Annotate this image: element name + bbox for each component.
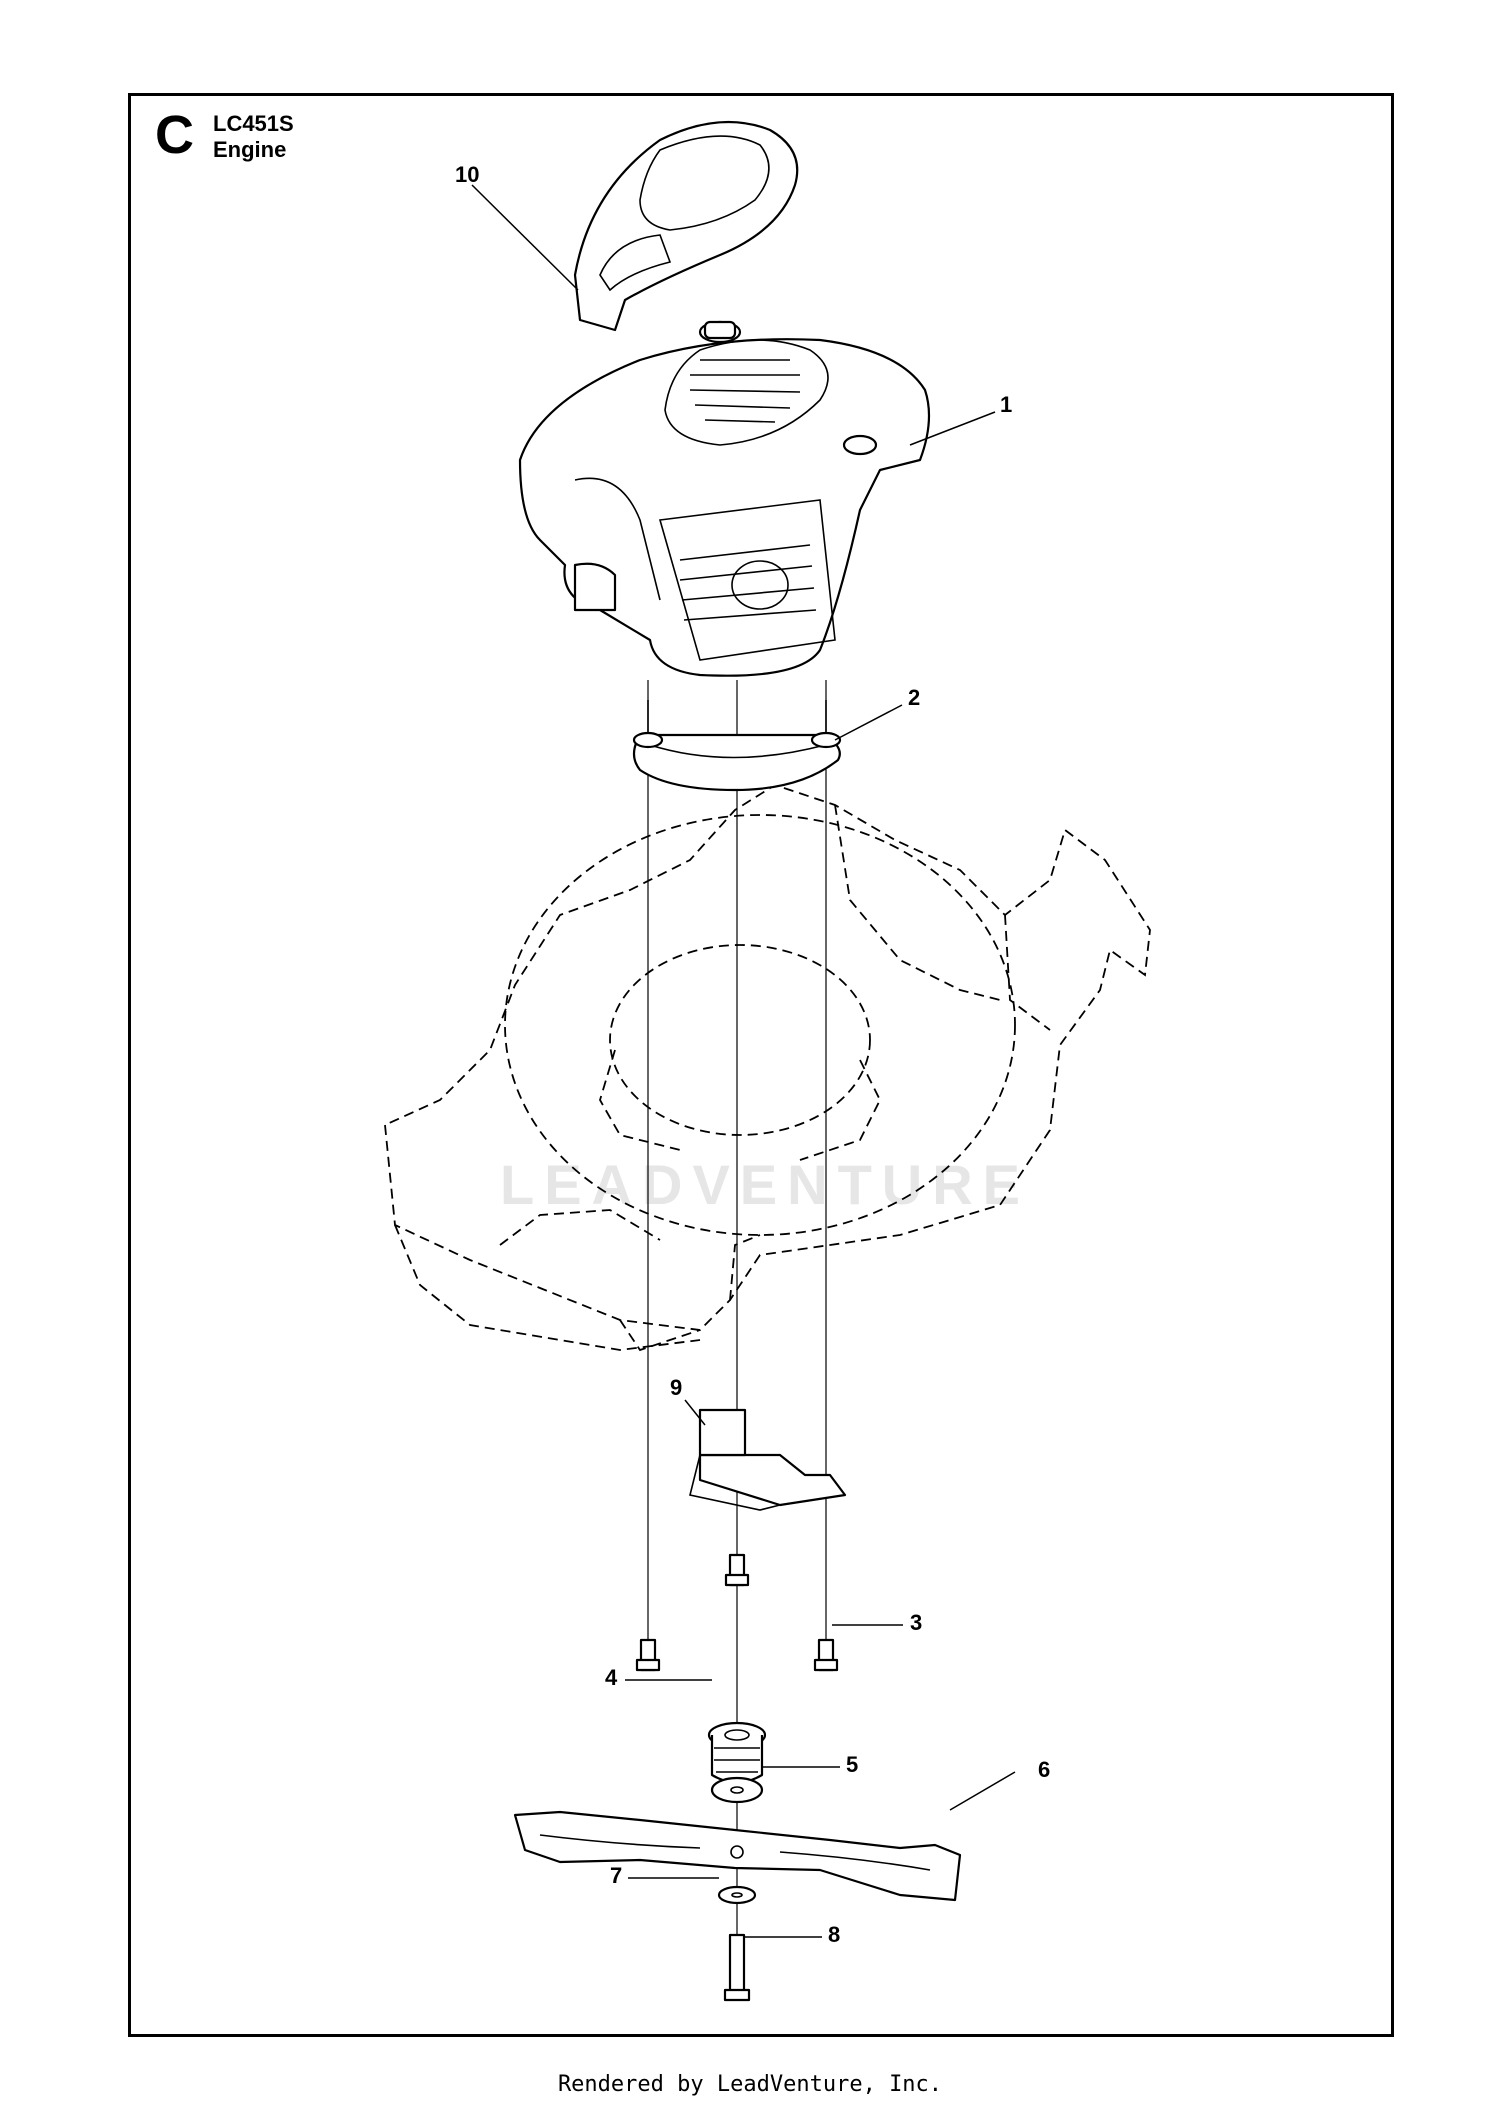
bracket-part-9 — [689, 1408, 847, 1511]
callout-7: 7 — [610, 1863, 622, 1888]
bolts-part-3 — [635, 1553, 839, 1672]
callout-3: 3 — [910, 1610, 922, 1635]
callout-6: 6 — [1038, 1757, 1050, 1782]
spacer-ring-part-2 — [632, 700, 842, 792]
watermark: LEADVENTURE — [500, 1153, 1031, 1216]
blade-bolt-part-8 — [723, 1933, 751, 2002]
callout-4: 4 — [605, 1665, 618, 1690]
footer-credit: Rendered by LeadVenture, Inc. — [557, 2072, 943, 2097]
section-letter: C — [155, 105, 194, 165]
callout-9: 9 — [670, 1375, 682, 1400]
callout-1: 1 — [1000, 392, 1012, 417]
diagram-frame — [128, 93, 1394, 2037]
callout-labels: 10 1 2 3 4 5 6 7 8 9 — [455, 162, 1050, 1947]
blade-adapter-part-4 — [707, 1721, 767, 1784]
leader-lines — [471, 184, 1016, 1938]
engine-part-1 — [518, 320, 931, 677]
callout-5: 5 — [846, 1752, 858, 1777]
model-number: LC451S — [213, 111, 294, 136]
blade-part-6 — [513, 1810, 962, 1902]
washer-part-5 — [710, 1776, 764, 1804]
top-cover-part-10 — [573, 120, 799, 332]
callout-2: 2 — [908, 685, 920, 710]
section-name: Engine — [213, 137, 287, 162]
mower-deck-phantom — [384, 784, 1151, 1352]
washer-part-7 — [717, 1885, 757, 1905]
callout-10: 10 — [455, 162, 479, 187]
callout-8: 8 — [828, 1922, 840, 1947]
